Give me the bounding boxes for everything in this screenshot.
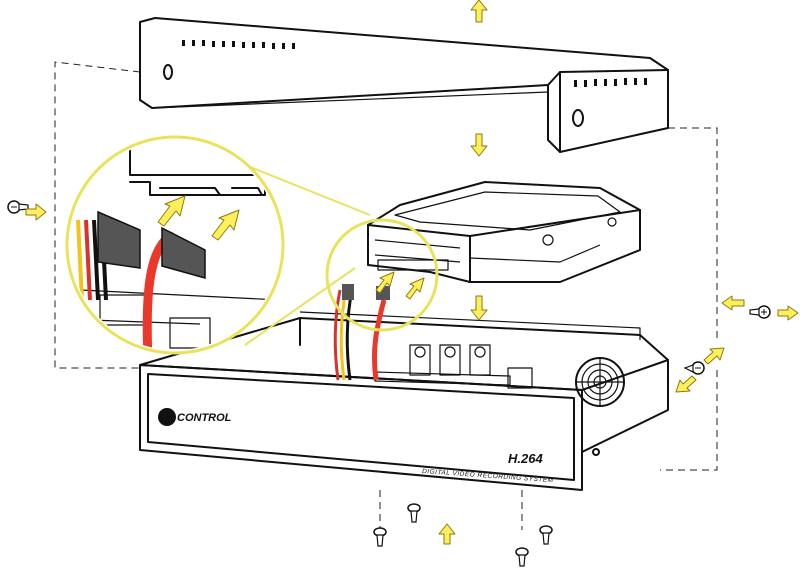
dashed-guides <box>54 61 718 530</box>
hdd-sata-port <box>377 259 449 271</box>
arrow-icon <box>675 375 697 393</box>
brand-name: CONTROL <box>177 412 232 424</box>
callout-magnifier <box>65 135 439 355</box>
arrow-icon <box>470 133 488 157</box>
arrow-icon <box>438 523 456 545</box>
cover-hole <box>163 64 173 80</box>
fan-grille-icon <box>575 357 625 407</box>
callout-small-ring <box>325 218 439 332</box>
sata-connector <box>161 226 206 279</box>
arrow-icon <box>777 305 799 321</box>
screw-icon <box>515 547 529 567</box>
arrow-icon <box>405 277 425 300</box>
terminal-blocks <box>409 344 491 376</box>
arrow-icon <box>375 271 395 294</box>
chassis-cables <box>333 284 390 381</box>
arrow-icon <box>211 209 240 241</box>
screw-icon <box>683 361 705 375</box>
logo-icon <box>158 408 176 426</box>
cover-hole <box>572 109 584 127</box>
assembly-arrows <box>25 0 799 545</box>
screw-icon <box>749 305 771 319</box>
screw-icon <box>539 525 553 545</box>
arrow-icon <box>721 295 745 311</box>
model-name: H.264 <box>508 451 543 466</box>
power-connector <box>97 210 141 269</box>
screw-icon <box>373 527 387 547</box>
arrow-icon <box>703 347 725 365</box>
cover-vent-slots <box>182 40 647 87</box>
arrow-icon <box>470 295 488 321</box>
chassis: IN CONTROL H.264 DIGITAL VIDEO RECORDING… <box>139 284 669 491</box>
screws <box>7 200 771 567</box>
arrow-icon <box>470 0 488 23</box>
arrow-icon <box>25 203 47 221</box>
ribbon-connector <box>507 367 533 389</box>
arrow-icon <box>157 195 186 227</box>
hard-disk-drive <box>367 181 641 283</box>
screw-icon <box>7 200 29 214</box>
top-cover <box>139 17 669 153</box>
brand-logo: IN CONTROL <box>158 408 232 426</box>
brand-prefix: IN <box>162 413 172 423</box>
screw-icon <box>407 503 421 523</box>
